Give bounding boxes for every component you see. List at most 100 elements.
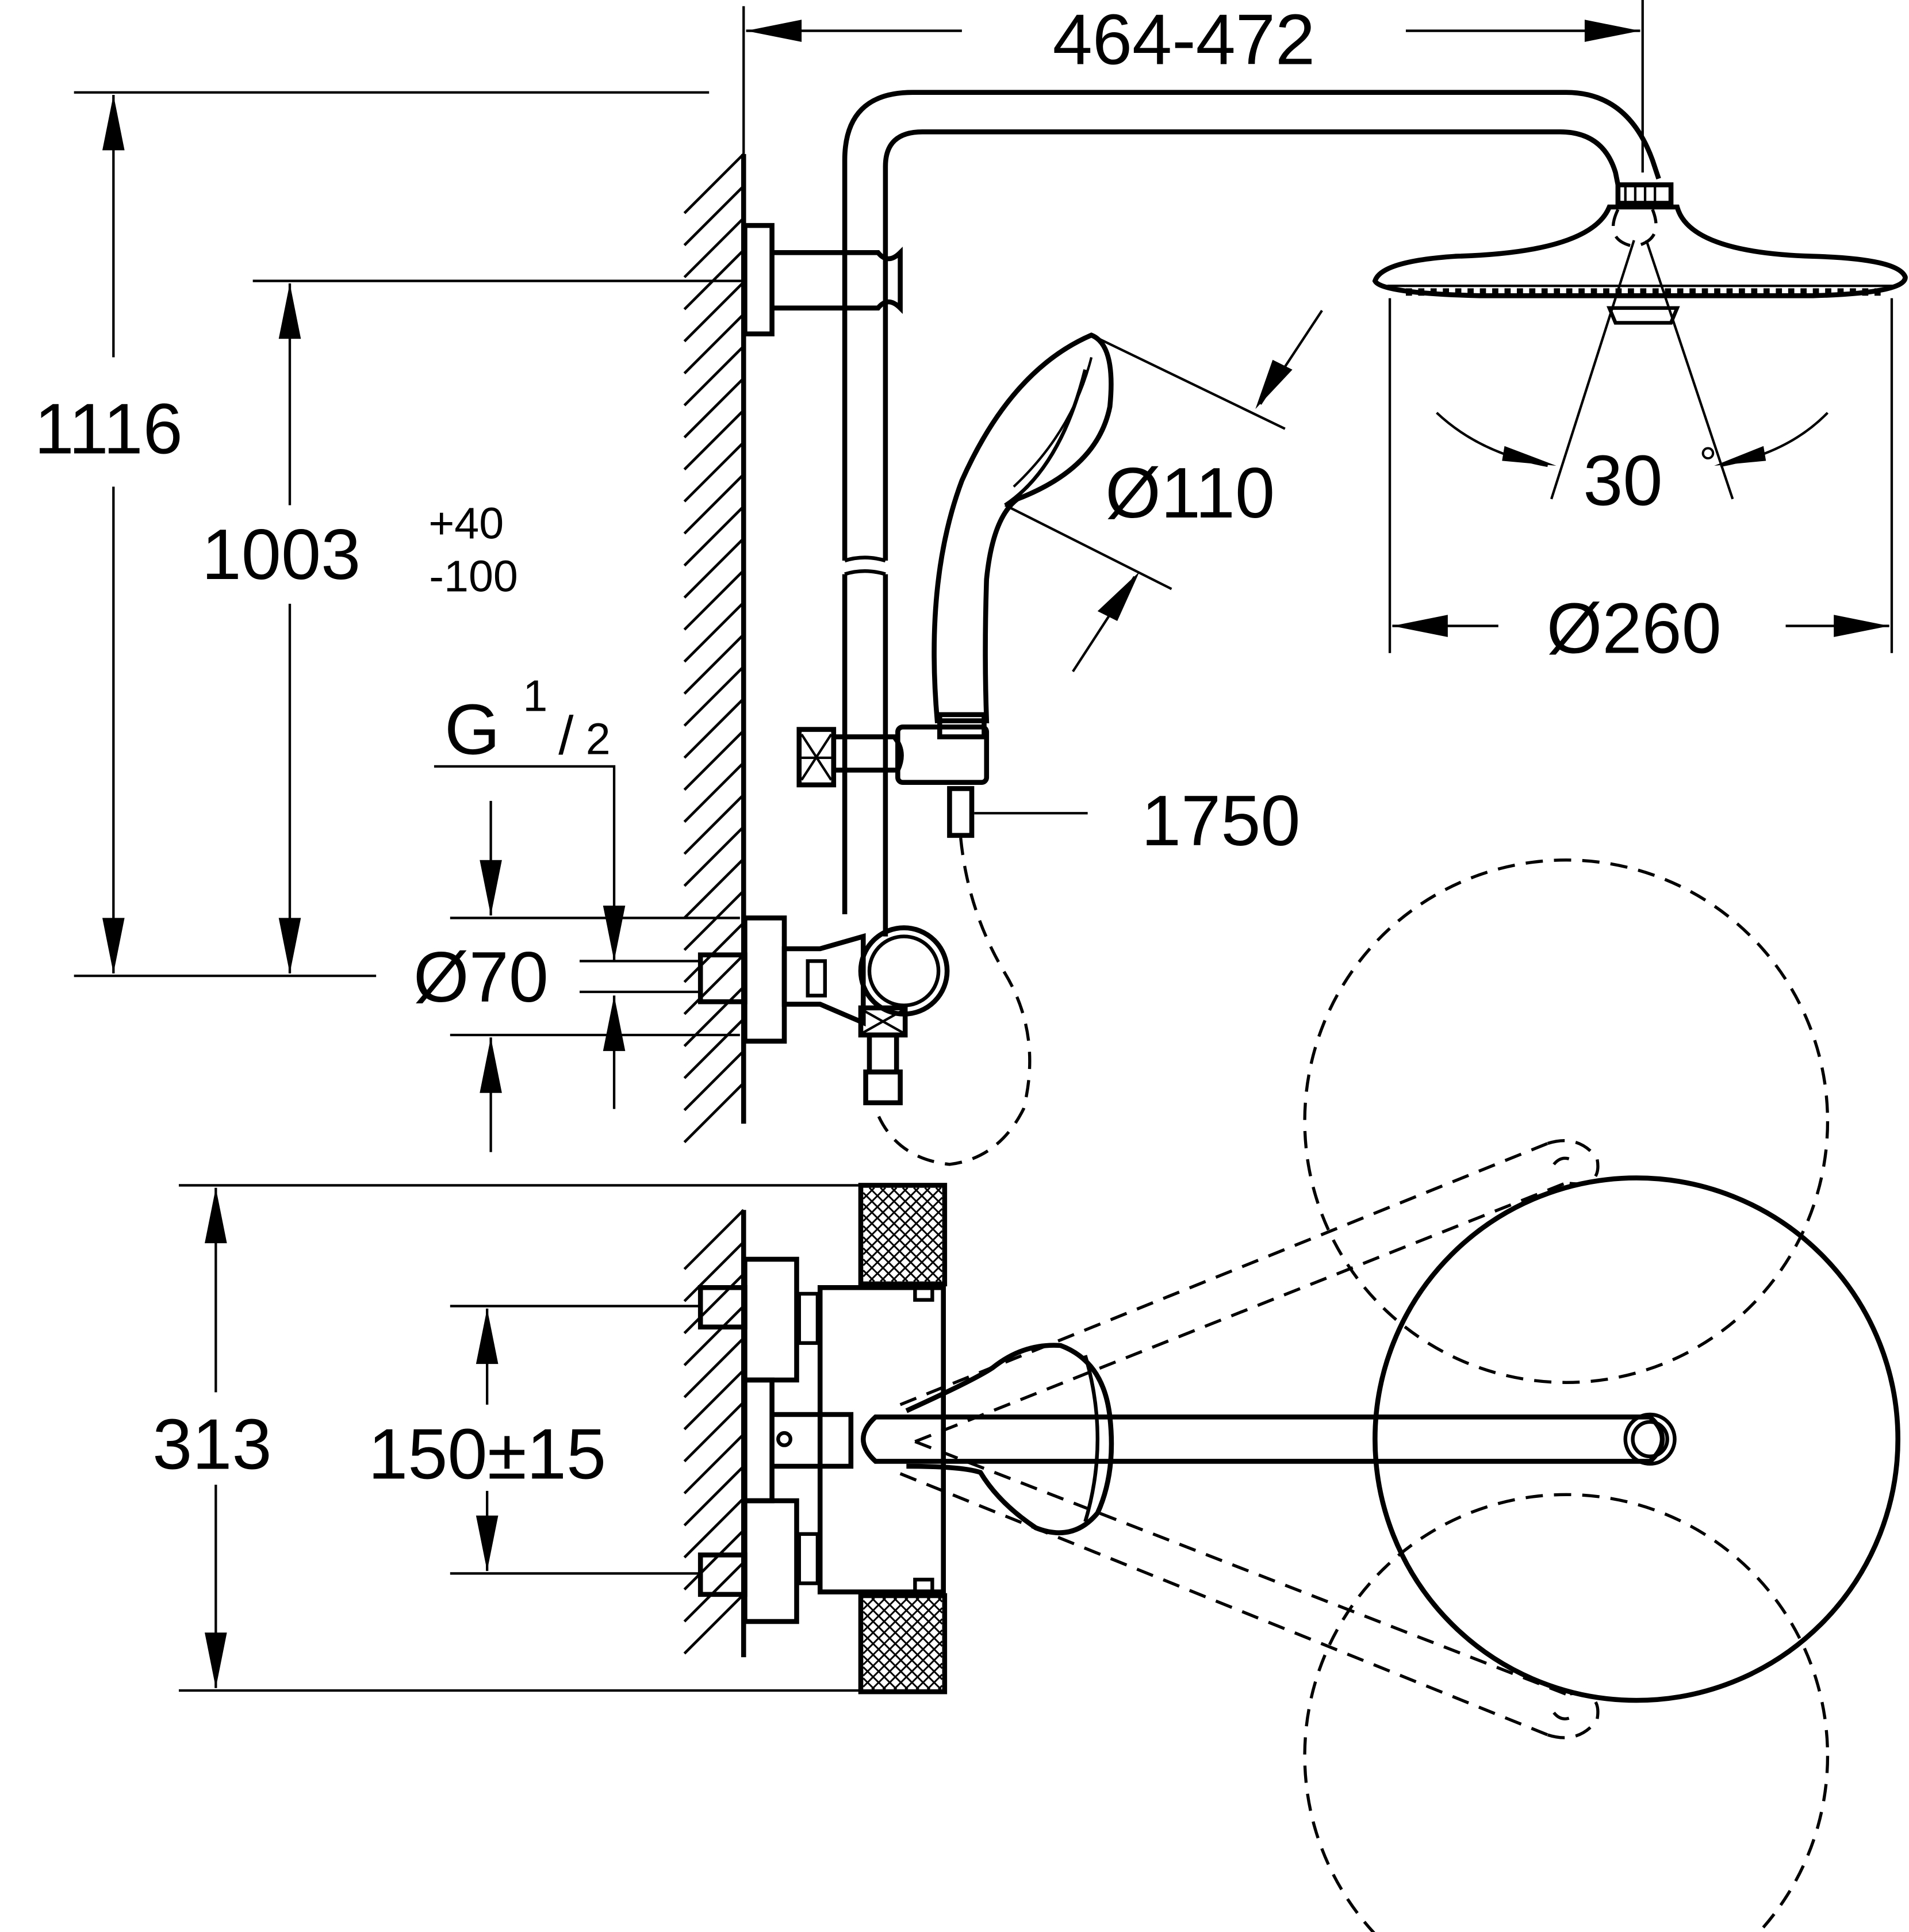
knurl-line (868, 1208, 943, 1282)
dim-reach-label: 464-472 (1053, 0, 1315, 79)
dim-inlet-spacing-label: 150±15 (368, 1414, 606, 1494)
knurl-line (862, 1187, 931, 1255)
hand-shower (931, 332, 1114, 739)
nozzle (1405, 288, 1412, 296)
dim-spray-angle-unit: ° (1699, 438, 1717, 488)
knurl-line (862, 1597, 942, 1677)
hatch-line (683, 1465, 745, 1527)
knurl-line (880, 1187, 943, 1250)
dim-flange-label: Ø70 (413, 937, 549, 1017)
thread-numerator: 1 (523, 671, 547, 720)
nozzle (1862, 288, 1869, 296)
knurl-line (893, 1597, 943, 1647)
hatch-line (683, 409, 745, 471)
wall-hatch-upper (683, 153, 745, 1144)
dim-head-dia-label: Ø260 (1547, 589, 1722, 669)
knurl-line (862, 1258, 886, 1282)
hatch-line (683, 601, 745, 663)
hatch-line (683, 1241, 745, 1302)
nozzle (1430, 288, 1437, 296)
hatch-line (683, 665, 745, 727)
nozzle (1529, 288, 1536, 296)
nozzle (1541, 288, 1548, 296)
knob-bot-hatch (862, 1597, 943, 1690)
dim-total-height-label: 1116 (34, 389, 183, 469)
hatch-line (683, 793, 745, 855)
nozzle (1825, 288, 1831, 296)
dim-depth-lines (178, 1184, 861, 1692)
hatch-line (683, 1369, 745, 1431)
hatch-line (683, 1273, 745, 1335)
nozzle (1714, 288, 1720, 296)
slider (796, 724, 990, 838)
knurl-line (935, 1187, 943, 1195)
knurl-line (924, 1263, 943, 1282)
knob-top-hatch (862, 1187, 943, 1282)
nozzle (1665, 288, 1672, 296)
wall-hatch-lower (683, 1209, 745, 1655)
knurl-line (902, 1187, 943, 1228)
dim-reach-lines (742, 0, 1644, 172)
thermostat-front (697, 915, 950, 1106)
spray-angle-lines (1436, 240, 1828, 500)
dim-rail-tol-minus: -100 (429, 552, 518, 601)
knurl-line (862, 1187, 898, 1222)
hatch-line (683, 313, 745, 374)
hatch-line (683, 1050, 745, 1111)
nozzle (1739, 288, 1745, 296)
nozzle (1479, 288, 1486, 296)
nozzle (1788, 288, 1795, 296)
nozzle (1467, 288, 1474, 296)
knurl-line (862, 1597, 898, 1632)
knurl-line (862, 1214, 931, 1282)
hatch-line (683, 1561, 745, 1623)
nozzle (1640, 288, 1647, 296)
nozzle (1590, 288, 1597, 296)
shower-riser (842, 90, 1661, 937)
nozzle (1516, 288, 1523, 296)
nozzle (1566, 288, 1573, 296)
dim-rail-tol-plus: +40 (428, 499, 504, 548)
hatch-line (683, 1593, 745, 1655)
nozzle (1800, 288, 1807, 296)
hatch-line (683, 1497, 745, 1559)
dim-head-dia-lines (1388, 298, 1893, 653)
hatch-line (683, 1433, 745, 1494)
hatch-line (683, 281, 745, 343)
knurl-line (915, 1662, 943, 1690)
thread-leader (434, 765, 626, 961)
knurl-line (882, 1597, 943, 1658)
nozzle (1837, 288, 1844, 296)
hatch-line (683, 473, 745, 535)
knurl-line (862, 1611, 942, 1690)
knurl-line (862, 1270, 875, 1282)
knurl-line (862, 1187, 908, 1233)
dim-flange-lines (450, 800, 740, 1152)
knurl-line (862, 1187, 942, 1266)
hatch-line (683, 441, 745, 503)
top-view-mixer (697, 1183, 948, 1695)
nozzle (1443, 288, 1450, 296)
nozzle (1874, 288, 1881, 296)
knurl-line (926, 1597, 943, 1614)
knurl-line (862, 1633, 919, 1690)
knurl-line (880, 1219, 943, 1282)
knurl-line (862, 1597, 875, 1610)
nozzle (1603, 288, 1609, 296)
knurl-line (862, 1597, 886, 1621)
knurl-line (926, 1674, 943, 1690)
hatch-line (683, 537, 745, 599)
dim-depth-label: 313 (152, 1404, 272, 1484)
nozzle (1554, 288, 1561, 296)
dim-total-height-lines (74, 91, 710, 977)
hatch-line (683, 1209, 745, 1270)
knurl-line (862, 1236, 908, 1282)
knurl-line (862, 1597, 908, 1643)
knurl-line (862, 1597, 931, 1666)
knurl-line (891, 1230, 943, 1282)
knurl-line (935, 1274, 943, 1282)
handshower-dim-lines (1004, 309, 1323, 673)
thread-slash: / (558, 705, 574, 765)
hatch-line (683, 826, 745, 887)
